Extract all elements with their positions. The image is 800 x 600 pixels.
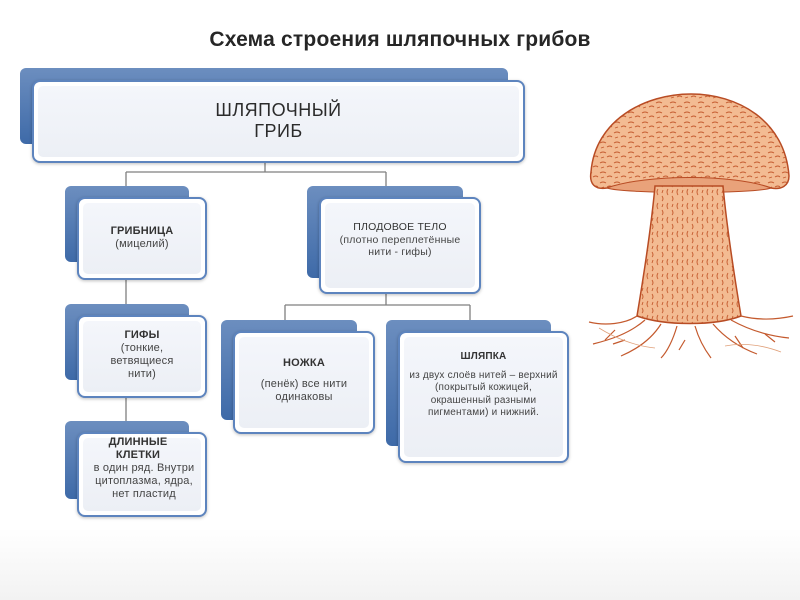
fruiting-heading: ПЛОДОВОЕ ТЕЛО [353,221,447,233]
node-hyphae: ГИФЫ (тонкие, ветвящиеся нити) [65,304,207,398]
node-cap: ШЛЯПКА из двух слоёв нитей – верхний (по… [386,320,569,463]
stem-heading: НОЖКА [283,357,325,369]
cap-desc: из двух слоёв нитей – верхний (покрытый … [409,369,558,419]
cells-heading: ДЛИННЫЕ КЛЕТКИ [108,436,168,461]
mycelium-desc: (мицелий) [115,238,169,250]
hyphae-heading: ГИФЫ [124,329,160,341]
node-stem: НОЖКА (пенёк) все нити одинаковы [221,320,375,434]
cap-heading: ШЛЯПКА [460,351,507,362]
fruiting-desc: (плотно переплетённые нити - гифы) [339,233,461,259]
node-fruiting-body: ПЛОДОВОЕ ТЕЛО (плотно переплетённые нити… [307,186,481,294]
node-mycelium: ГРИБНИЦА (мицелий) [65,186,207,280]
node-mushroom: ШЛЯПОЧНЫЙ ГРИБ [20,68,525,163]
root-line2: ГРИБ [254,121,303,141]
cells-desc: в один ряд. Внутри цитоплазма, ядра, нет… [93,462,195,500]
mycelium-heading: ГРИБНИЦА [110,225,174,237]
node-long-cells: ДЛИННЫЕ КЛЕТКИ в один ряд. Внутри цитопл… [65,421,207,517]
slide-title: Схема строения шляпочных грибов [209,28,591,51]
hyphae-desc: (тонкие, ветвящиеся нити) [110,342,174,380]
stem-desc: (пенёк) все нити одинаковы [260,378,348,403]
root-line1: ШЛЯПОЧНЫЙ [215,100,342,120]
mushroom-illustration [588,93,794,359]
